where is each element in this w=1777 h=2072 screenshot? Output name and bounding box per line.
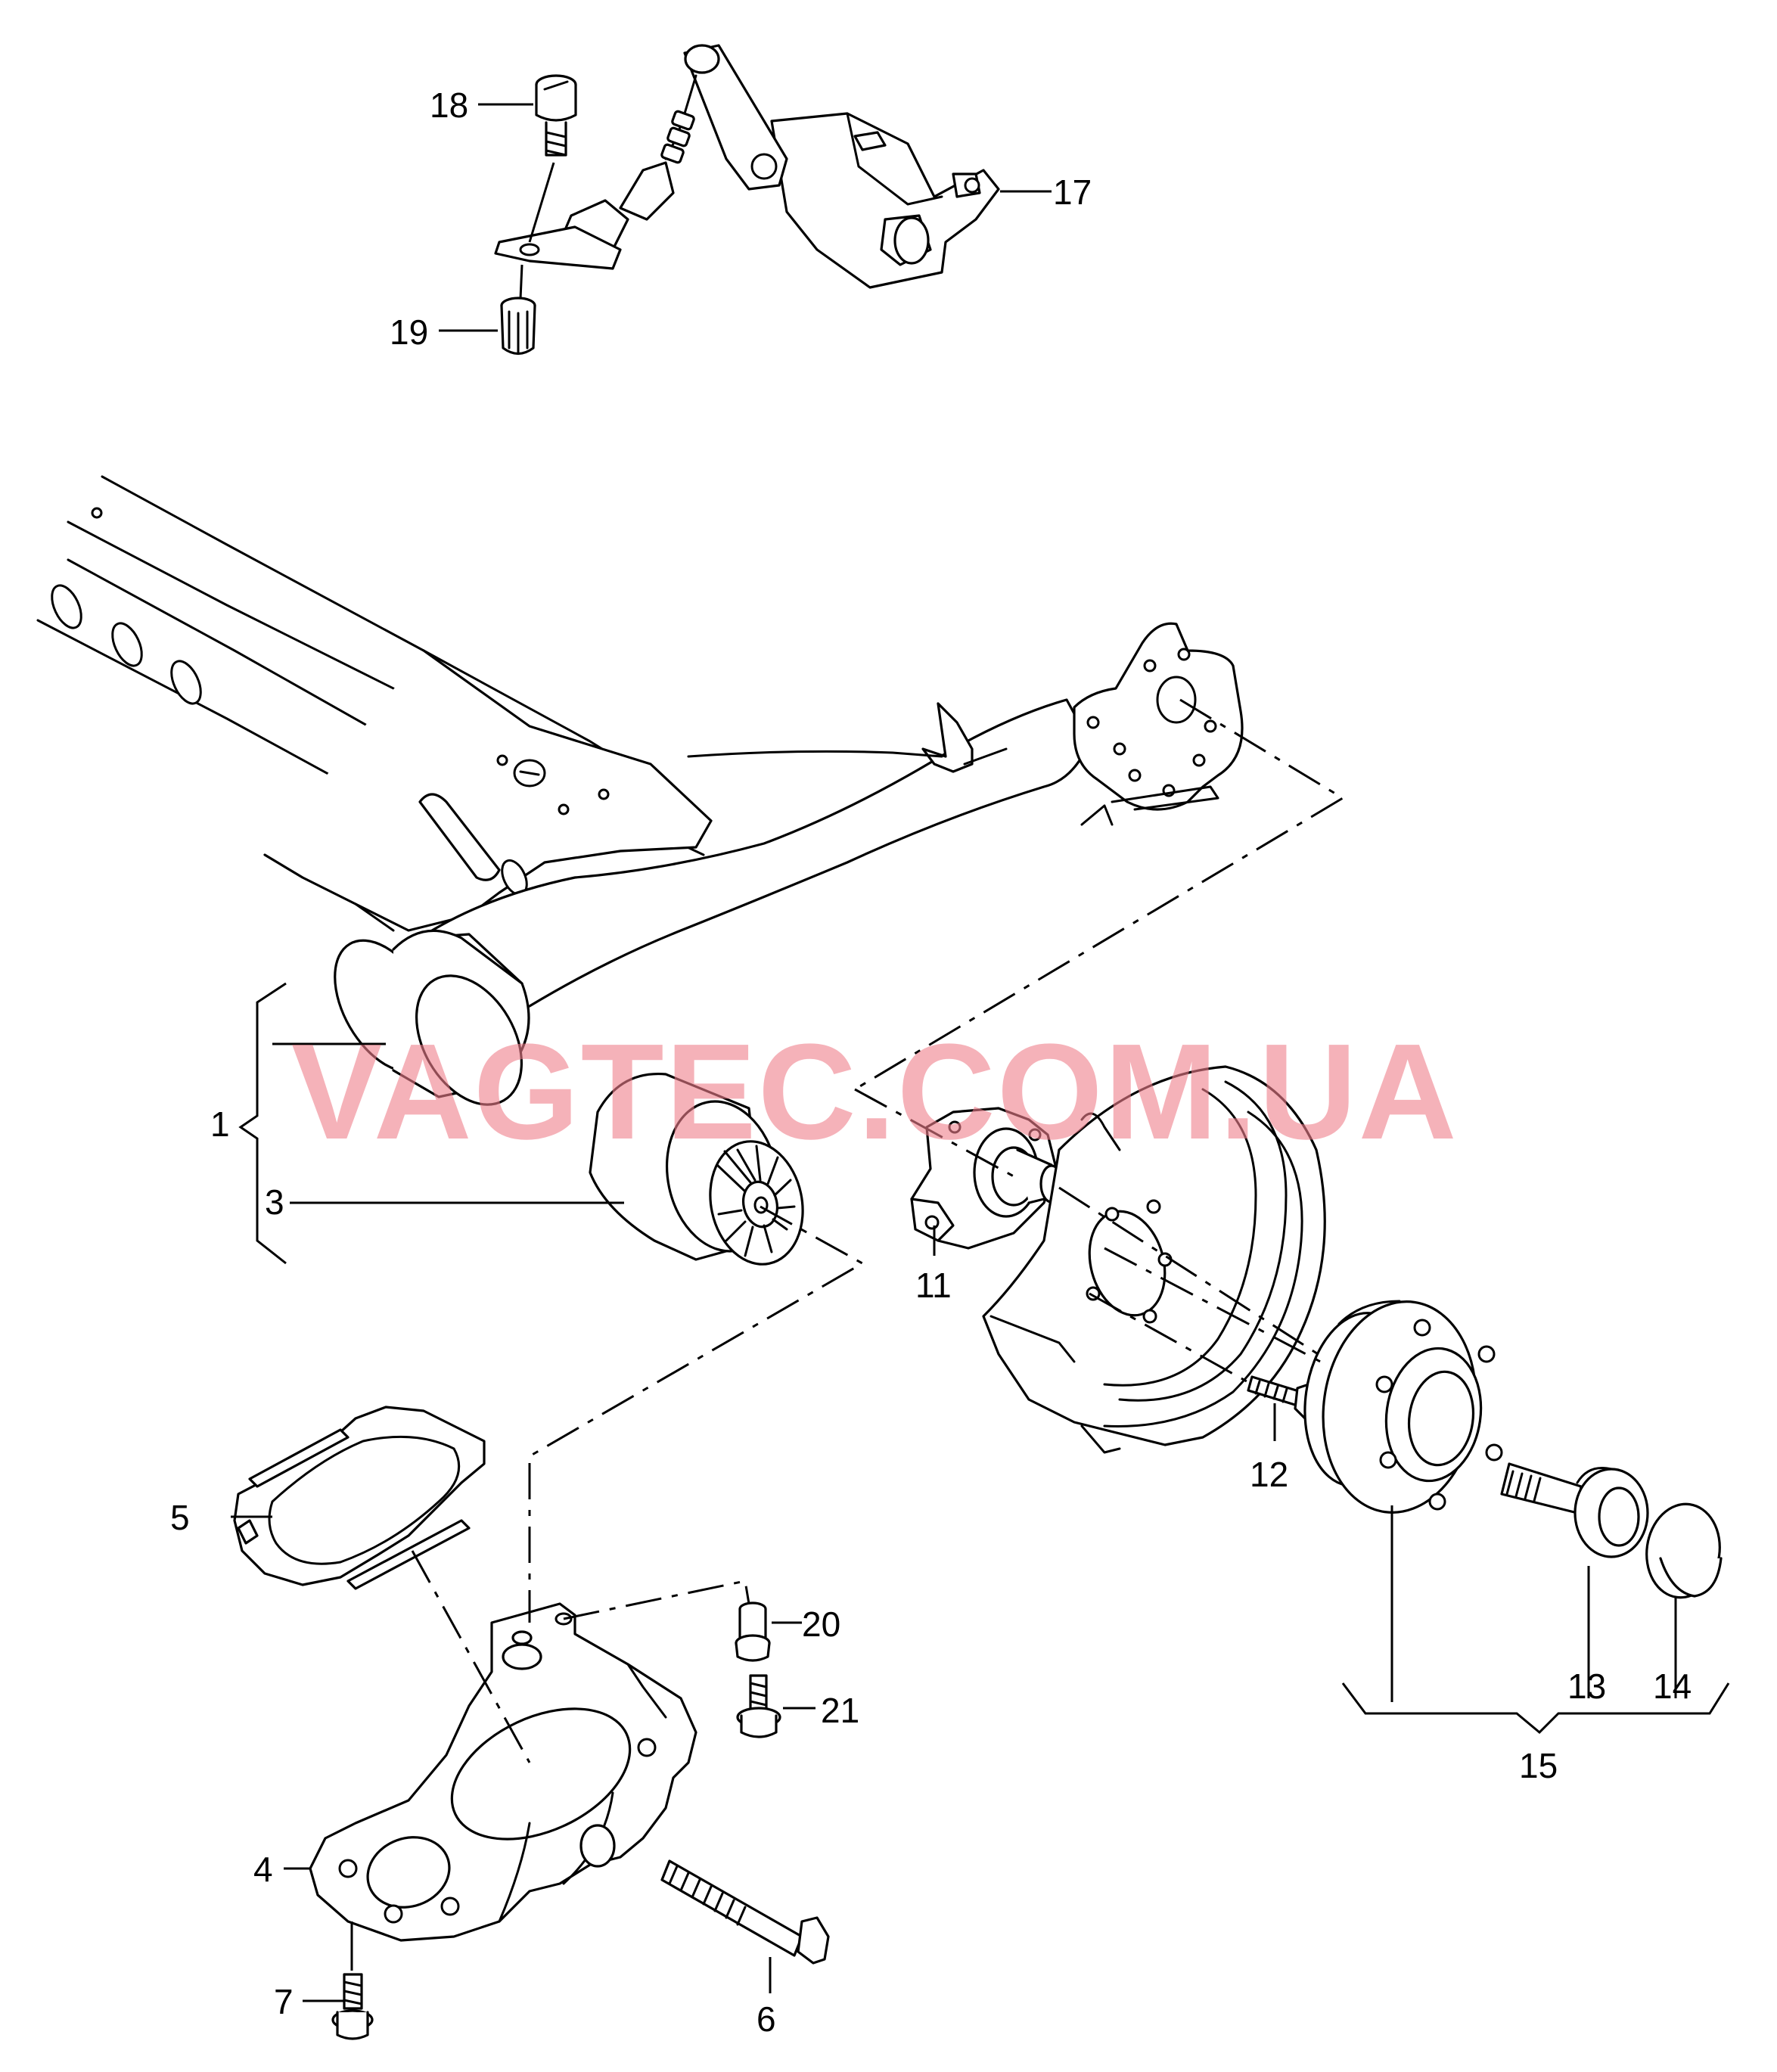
callout-5: 5 xyxy=(170,1498,190,1537)
callout-labels: 1 3 4 5 6 7 11 12 13 14 15 17 18 19 20 2… xyxy=(170,85,1692,2039)
callout-4: 4 xyxy=(253,1850,273,1889)
bolt-18 xyxy=(535,74,577,157)
callout-3: 3 xyxy=(265,1182,284,1222)
callout-13: 13 xyxy=(1567,1667,1606,1706)
bolt-21 xyxy=(736,1674,781,1738)
nut-20 xyxy=(735,1601,771,1662)
assembly-lines xyxy=(411,698,1345,1763)
grease-cap-14 xyxy=(1645,1502,1723,1599)
callout-7: 7 xyxy=(274,1982,294,2021)
callout-19: 19 xyxy=(390,312,428,352)
callout-14: 14 xyxy=(1653,1667,1692,1706)
bolt-7 xyxy=(331,1973,374,2040)
callout-18: 18 xyxy=(430,85,468,125)
watermark-text: VAGTEC.COM.UA xyxy=(291,1016,1459,1168)
callout-20: 20 xyxy=(802,1604,840,1644)
leader-lines xyxy=(231,103,1730,2002)
callout-1: 1 xyxy=(210,1104,230,1144)
callout-17: 17 xyxy=(1053,172,1092,212)
mounting-bracket-4 xyxy=(309,1602,697,1942)
rear-axle-beam xyxy=(36,475,1244,1030)
callout-21: 21 xyxy=(821,1691,859,1730)
callout-6: 6 xyxy=(756,1999,776,2039)
stub-axle-11 xyxy=(910,1107,1064,1250)
callout-11: 11 xyxy=(915,1266,952,1305)
callout-15: 15 xyxy=(1519,1746,1558,1785)
nut-19 xyxy=(500,297,536,356)
axle-pivot-housing xyxy=(334,929,530,1106)
level-sensor-assembly xyxy=(494,44,1000,289)
bolt-6 xyxy=(660,1859,830,1965)
axle-bolt-13 xyxy=(1500,1462,1649,1558)
wheel-hub-15 xyxy=(1303,1300,1503,1514)
callout-12: 12 xyxy=(1250,1455,1288,1494)
mount-pad-5 xyxy=(233,1406,486,1590)
rubber-bushing-3 xyxy=(589,1072,804,1266)
